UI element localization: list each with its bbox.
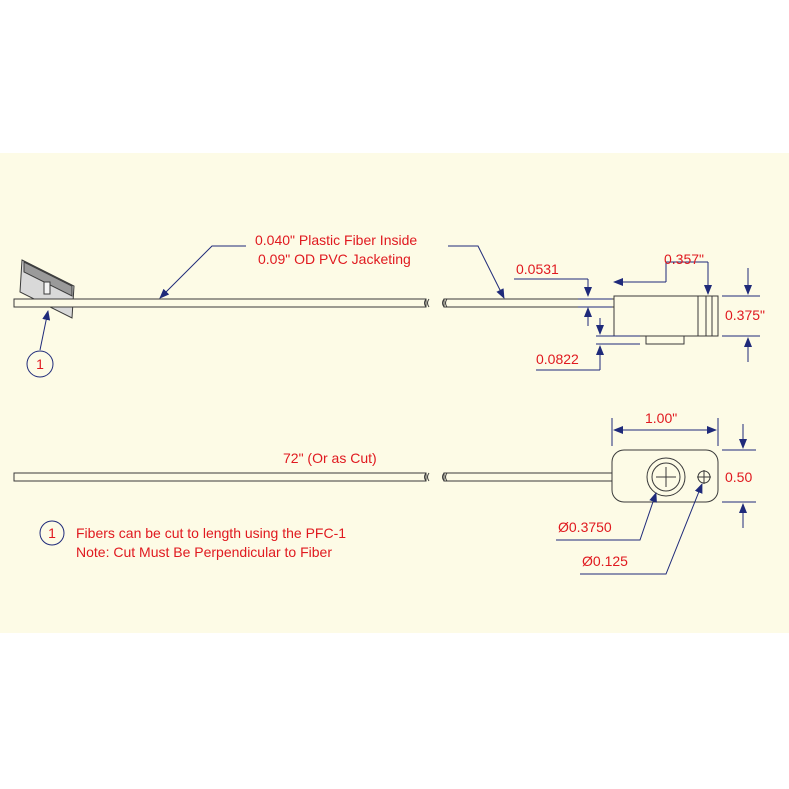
sensor-body-side — [613, 295, 719, 345]
dim-body-width-lines — [611, 418, 719, 446]
sheet-background — [0, 153, 789, 633]
callout-balloon-1: 1 — [26, 310, 54, 378]
crosshair-hole-icon — [646, 457, 686, 497]
crosshair-hole-icon — [697, 470, 711, 484]
technical-drawing: 0.040" Plastic Fiber Inside 0.09" OD PVC… — [0, 153, 789, 633]
dim-body-depth: 0.50 — [725, 469, 752, 485]
dim-small-hole: Ø0.125 — [582, 553, 628, 569]
bottom-view: 72" (Or as Cut) 1.00" 0.50 — [13, 410, 756, 575]
notes-block: 1 Fibers can be cut to length using the … — [39, 520, 346, 560]
dim-fiber-offset: 0.0531 — [516, 261, 559, 277]
notes-balloon-number: 1 — [48, 525, 56, 541]
fiber-cable-bottom-left — [13, 472, 430, 482]
dim-body-depth-lines — [722, 424, 756, 528]
dim-body-width: 1.00" — [645, 410, 677, 426]
fiber-cable-top-right — [442, 298, 615, 308]
dim-body-height-lines — [722, 268, 760, 362]
dim-body-length-lines — [613, 261, 712, 295]
dim-body-length: 0.357" — [664, 251, 704, 267]
notes-line2: Note: Cut Must Be Perpendicular to Fiber — [76, 544, 332, 560]
dim-fiber-offset-lines — [514, 278, 612, 326]
notes-line1: Fibers can be cut to length using the PF… — [76, 525, 346, 541]
dim-hole-leaders — [556, 483, 703, 575]
top-view: 0.040" Plastic Fiber Inside 0.09" OD PVC… — [13, 232, 765, 378]
fiber-cable-top-left — [13, 298, 430, 308]
fiber-cable-bottom-right — [442, 472, 613, 482]
drawing-sheet: 0.040" Plastic Fiber Inside 0.09" OD PVC… — [0, 153, 789, 633]
fiber-callout-leaders — [159, 245, 505, 299]
callout-balloon-number: 1 — [36, 356, 44, 372]
sensor-body-top — [611, 449, 719, 503]
dim-body-height: 0.375" — [725, 307, 765, 323]
dim-large-hole: Ø0.3750 — [558, 519, 612, 535]
dim-tab-offset-lines — [536, 318, 640, 371]
fiber-callout-line2: 0.09" OD PVC Jacketing — [258, 251, 411, 267]
dim-tab-offset: 0.0822 — [536, 351, 579, 367]
fiber-callout-line1: 0.040" Plastic Fiber Inside — [255, 232, 417, 248]
dim-fiber-length: 72" (Or as Cut) — [283, 450, 377, 466]
